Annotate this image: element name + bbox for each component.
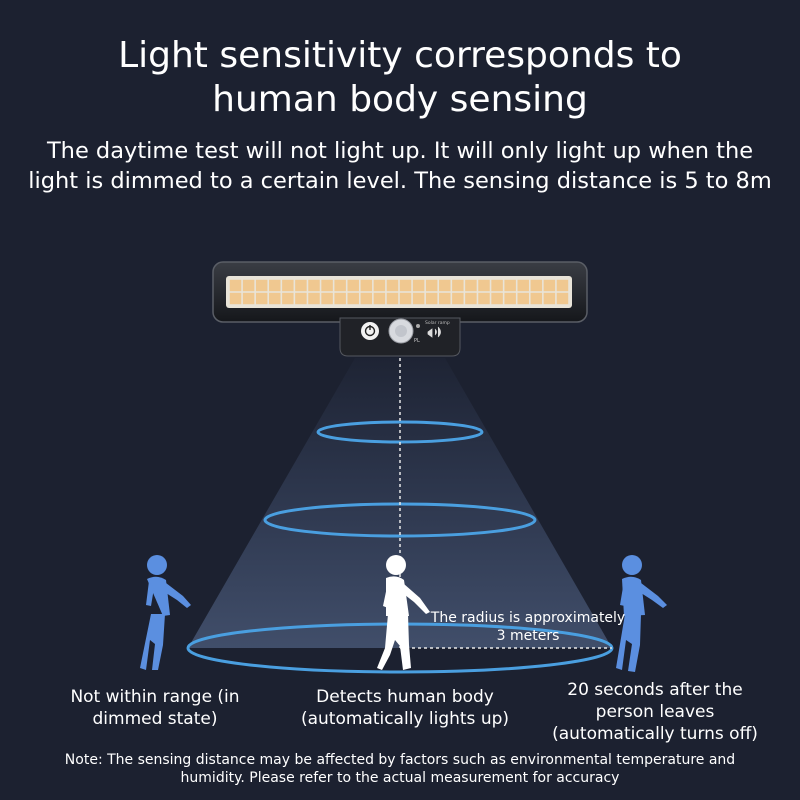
led-chip [269,292,281,305]
led-chip [439,292,451,305]
radius-line-2: 3 meters [496,628,560,644]
led-chip [478,292,490,305]
subtitle-line-2: light is dimmed to a certain level. The … [28,168,772,194]
led-chip [439,279,451,292]
led-chip [556,279,569,292]
left-label-line-1: Not within range (in [70,687,240,707]
led-chip [504,279,516,292]
led-chip [412,279,425,292]
led-chip [556,292,569,305]
led-chip [399,292,412,305]
right-label-line-2: person leaves [595,702,715,722]
led-chip [373,279,386,292]
center-label-line-2: (automatically lights up) [300,709,510,729]
title-line-2: human body sensing [212,79,588,120]
center-state-label: Detects human body (automatically lights… [285,686,525,730]
subtitle-line-1: The daytime test will not light up. It w… [46,138,754,164]
radius-label: The radius is approximately 3 meters [428,609,628,645]
led-chip [517,292,529,305]
radius-line-1: The radius is approximately [430,610,626,626]
power-button-icon[interactable] [361,322,379,340]
person-right-figure [616,555,667,672]
led-chip [373,292,386,305]
led-chip [386,279,399,292]
led-chip [321,292,333,305]
led-chip [282,292,294,305]
led-chip [360,279,373,292]
led-chip [321,279,333,292]
led-chip [543,292,556,305]
right-label-line-3: (automatically turns off) [552,724,758,744]
led-chip [295,279,307,292]
led-chip [386,292,399,305]
led-chip [452,292,464,305]
light-sensor-icon [416,324,420,328]
led-chip [491,279,503,292]
led-chip [504,292,516,305]
speaker-icon [427,326,441,338]
led-chip [242,292,255,305]
led-chip [282,279,294,292]
led-chip [347,292,359,305]
title-line-1: Light sensitivity corresponds to [118,35,682,76]
right-state-label: 20 seconds after the person leaves (auto… [535,679,775,745]
center-label-line-1: Detects human body [316,687,494,707]
led-chip [543,279,556,292]
led-chip [491,292,503,305]
left-label-line-2: dimmed state) [92,709,218,729]
led-grid [229,279,569,305]
led-chip [465,279,477,292]
led-chip [478,279,490,292]
note-line-2: humidity. Please refer to the actual mea… [180,770,620,786]
page-subtitle: The daytime test will not light up. It w… [0,136,800,196]
led-chip [399,279,412,292]
led-chip [530,292,543,305]
mode-button-label: PL [414,338,420,344]
led-chip [412,292,425,305]
led-chip [308,292,320,305]
panel-label: Solar ramp [425,320,450,326]
led-chip [229,279,242,292]
footnote: Note: The sensing distance may be affect… [40,751,760,787]
led-chip [229,292,242,305]
person-left-figure [140,555,191,670]
led-chip [465,292,477,305]
led-chip [308,279,320,292]
led-chip [425,292,438,305]
person-center-figure [377,555,430,670]
led-chip [255,279,268,292]
note-line-1: Note: The sensing distance may be affect… [64,752,736,768]
led-chip [530,279,543,292]
pir-sensor-lens [395,325,407,337]
led-chip [452,279,464,292]
led-chip [425,279,438,292]
led-chip [242,279,255,292]
led-chip [334,292,346,305]
led-chip [255,292,268,305]
left-state-label: Not within range (in dimmed state) [40,686,270,730]
led-chip [517,279,529,292]
led-chip [347,279,359,292]
led-chip [360,292,373,305]
page-title: Light sensitivity corresponds to human b… [0,34,800,122]
led-chip [334,279,346,292]
led-chip [295,292,307,305]
right-label-line-1: 20 seconds after the [567,680,743,700]
solar-lamp: PL Solar ramp [212,261,588,357]
led-chip [269,279,281,292]
